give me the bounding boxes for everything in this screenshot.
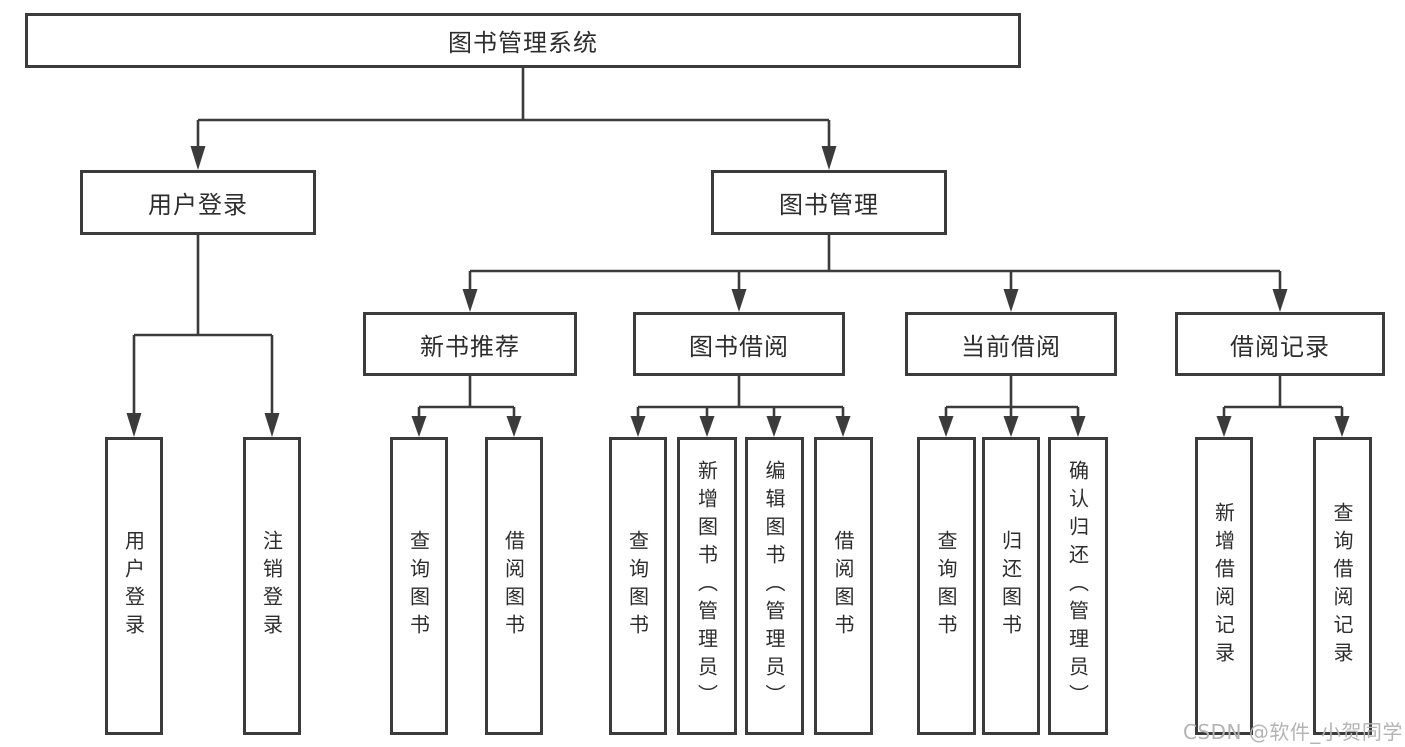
- node-borrowing-records: 借阅记录: [1175, 312, 1385, 376]
- arrow-down-icon: [264, 413, 280, 437]
- arrow-down-icon: [630, 416, 646, 437]
- node-book-management: 图书管理: [711, 170, 947, 235]
- connector-current-borrowing-to-children: [938, 376, 1086, 437]
- leaf-user-login: 用户登录: [105, 437, 163, 735]
- connector-root-to-level2: [190, 68, 837, 170]
- arrow-down-icon: [1216, 416, 1232, 437]
- leaf-label: 新增借阅记录: [1211, 502, 1236, 670]
- node-library-management-system: 图书管理系统: [25, 13, 1021, 68]
- arrow-down-icon: [1003, 416, 1019, 437]
- leaf-query-borrow-record: 查询借阅记录: [1313, 437, 1372, 735]
- arrow-down-icon: [1070, 416, 1086, 437]
- leaf-borrow-books: 借阅图书: [814, 437, 873, 735]
- arrow-down-icon: [190, 146, 206, 170]
- arrow-down-icon: [699, 416, 715, 437]
- arrow-down-icon: [835, 416, 851, 437]
- leaf-add-borrow-record: 新增借阅记录: [1195, 437, 1253, 735]
- connector-new-book-recommendation-to-children: [411, 376, 522, 437]
- leaf-query-books: 查询图书: [390, 437, 448, 735]
- arrow-down-icon: [938, 416, 954, 437]
- node-book-borrowing: 图书借阅: [633, 312, 845, 376]
- leaf-label: 查询图书: [406, 530, 431, 642]
- leaf-borrow-books: 借阅图书: [485, 437, 543, 735]
- leaf-query-books: 查询图书: [609, 437, 667, 735]
- arrow-down-icon: [126, 413, 142, 437]
- arrow-down-icon: [462, 289, 478, 312]
- node-new-book-recommendation: 新书推荐: [363, 312, 577, 376]
- leaf-label: 用户登录: [121, 530, 146, 642]
- connector-book-borrowing-to-children: [630, 376, 851, 437]
- arrow-down-icon: [1003, 289, 1019, 312]
- leaf-logout: 注销登录: [243, 437, 301, 735]
- arrow-down-icon: [766, 416, 782, 437]
- watermark-text: CSDN @软件_小贺同学: [1183, 720, 1403, 744]
- leaf-edit-books-admin: 编辑图书（管理员）: [745, 437, 804, 735]
- leaf-label: 借阅图书: [831, 530, 855, 642]
- leaf-label: 编辑图书（管理员）: [762, 460, 786, 712]
- leaf-label: 借阅图书: [501, 530, 526, 642]
- leaf-query-books: 查询图书: [917, 437, 976, 735]
- leaf-label: 查询图书: [625, 530, 650, 642]
- leaf-label: 查询借阅记录: [1330, 502, 1354, 670]
- arrow-down-icon: [731, 289, 747, 312]
- leaf-return-books: 归还图书: [982, 437, 1040, 735]
- arrow-down-icon: [506, 416, 522, 437]
- connector-borrowing-records-to-children: [1216, 376, 1350, 437]
- arrow-down-icon: [1272, 289, 1288, 312]
- node-user-login: 用户登录: [80, 170, 316, 235]
- arrow-down-icon: [411, 416, 427, 437]
- leaf-add-books-admin: 新增图书（管理员）: [677, 437, 737, 735]
- connector-book-management-to-level3: [462, 235, 1288, 312]
- leaf-label: 查询图书: [934, 530, 958, 642]
- leaf-label: 归还图书: [998, 530, 1023, 642]
- connector-user-login-to-children: [126, 235, 280, 437]
- leaf-confirm-return-admin: 确认归还（管理员）: [1048, 437, 1108, 735]
- node-current-borrowing: 当前借阅: [905, 312, 1117, 376]
- arrow-down-icon: [1334, 416, 1350, 437]
- leaf-label: 确认归还（管理员）: [1065, 460, 1090, 712]
- leaf-label: 注销登录: [259, 530, 284, 642]
- arrow-down-icon: [821, 146, 837, 170]
- leaf-label: 新增图书（管理员）: [694, 460, 719, 712]
